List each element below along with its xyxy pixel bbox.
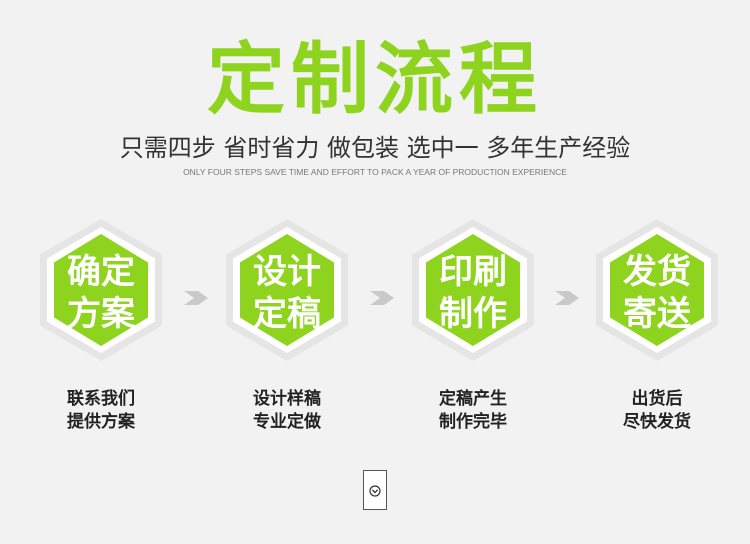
step-2-title-line1: 设计 xyxy=(253,252,321,292)
step-1-title-line2: 方案 xyxy=(67,294,135,334)
step-1-hexagon: 确定 方案 xyxy=(26,215,176,365)
step-2-title: 设计 定稿 xyxy=(212,251,362,335)
step-3-desc-line2: 制作完毕 xyxy=(439,412,507,432)
step-3-title: 印刷 制作 xyxy=(398,251,548,335)
step-4-title-line2: 寄送 xyxy=(623,294,691,334)
step-4-title-line1: 发货 xyxy=(623,252,691,292)
hexagon-icon xyxy=(40,219,162,361)
chevron-right-icon xyxy=(184,291,208,305)
step-4-desc-line1: 出货后 xyxy=(631,389,683,409)
step-4-hexagon: 发货 寄送 xyxy=(582,215,732,365)
circle-chevron-down-icon xyxy=(369,485,381,497)
chevron-right-icon xyxy=(555,291,579,305)
page-subtitle-english: ONLY FOUR STEPS SAVE TIME AND EFFORT TO … xyxy=(183,167,567,177)
page-title: 定制流程 xyxy=(206,35,543,125)
step-1-title-line1: 确定 xyxy=(67,252,135,292)
step-2-desc-line1: 设计样稿 xyxy=(253,389,321,409)
step-2-description: 设计样稿 专业定做 xyxy=(212,388,362,434)
page-subtitle: 只需四步 省时省力 做包装 选中一 多年生产经验 xyxy=(119,134,631,162)
step-4-description: 出货后 尽快发货 xyxy=(582,388,732,434)
step-2-desc-line2: 专业定做 xyxy=(253,412,321,432)
step-3-desc-line1: 定稿产生 xyxy=(439,389,507,409)
step-4-title: 发货 寄送 xyxy=(582,251,732,335)
step-1-description: 联系我们 提供方案 xyxy=(26,388,176,434)
hexagon-icon xyxy=(596,219,718,361)
chevron-right-icon xyxy=(370,291,394,305)
step-1-desc-line1: 联系我们 xyxy=(67,389,135,409)
step-1-title: 确定 方案 xyxy=(26,251,176,335)
step-3-title-line1: 印刷 xyxy=(439,252,507,292)
step-1-desc-line2: 提供方案 xyxy=(67,412,135,432)
step-3-title-line2: 制作 xyxy=(439,294,507,334)
step-2-title-line2: 定稿 xyxy=(253,294,321,334)
step-3-hexagon: 印刷 制作 xyxy=(398,215,548,365)
step-3-description: 定稿产生 制作完毕 xyxy=(398,388,548,434)
hexagon-icon xyxy=(226,219,348,361)
hexagon-icon xyxy=(412,219,534,361)
step-4-desc-line2: 尽快发货 xyxy=(623,412,691,432)
step-2-hexagon: 设计 定稿 xyxy=(212,215,362,365)
scroll-down-button[interactable] xyxy=(363,470,387,510)
